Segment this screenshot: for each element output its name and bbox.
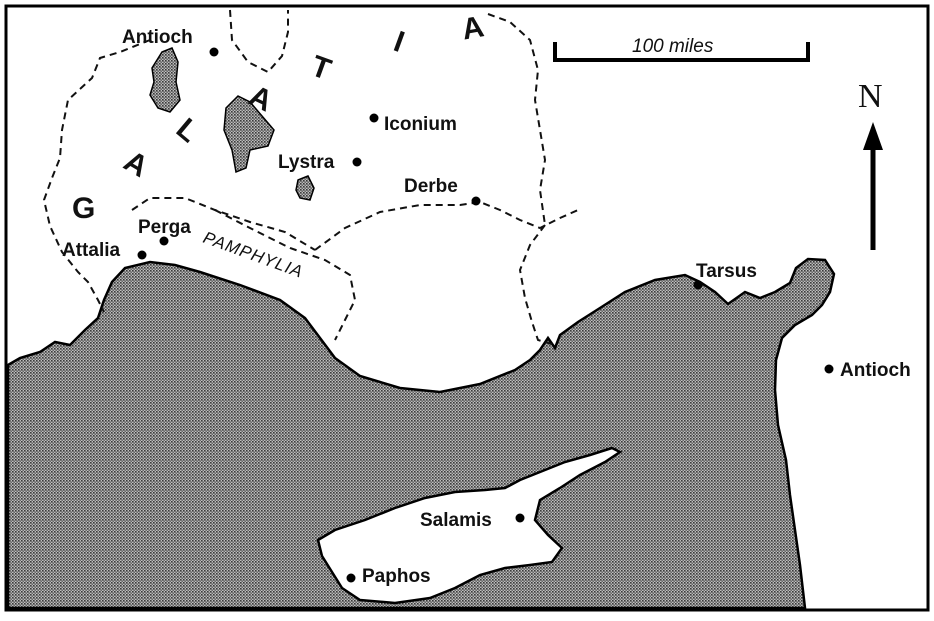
city-label-tarsus: Tarsus: [696, 261, 757, 282]
city-label-attalia: Attalia: [62, 240, 121, 261]
city-dot-tarsus: [693, 280, 703, 290]
city-label-lystra: Lystra: [278, 152, 335, 173]
scale-label: 100 miles: [632, 36, 714, 57]
city-dot-lystra: [352, 157, 362, 167]
lycaonia-border: [314, 200, 579, 251]
city-dot-perga: [159, 236, 169, 246]
galatia-letter: G: [72, 192, 95, 225]
city-label-derbe: Derbe: [404, 176, 458, 197]
lake: [223, 95, 275, 174]
map-frame: [4, 4, 930, 612]
city-label-iconium: Iconium: [384, 114, 457, 135]
pamphylia-border: [214, 209, 357, 341]
city-label-paphos: Paphos: [362, 566, 431, 587]
arrowhead-icon: [863, 122, 883, 150]
mediterranean-sea: [6, 257, 836, 610]
north-label: N: [858, 78, 883, 115]
city-dot-derbe: [471, 196, 481, 206]
scale-bar: 100 miles: [553, 36, 810, 62]
city-dot-salamis: [515, 513, 525, 523]
city-dot-antioch: [209, 47, 219, 57]
lake: [295, 175, 315, 201]
galatia-border: [229, 9, 289, 74]
galatia-border: [42, 39, 151, 313]
city-label-antioch: Antioch: [122, 27, 193, 48]
city-dot-iconium: [369, 113, 379, 123]
city-label-antioch-syria: Antioch: [840, 360, 911, 381]
city-dot-antioch-syria: [824, 364, 834, 374]
lake: [149, 47, 181, 113]
cilicia-border: [518, 224, 556, 346]
city-label-perga: Perga: [138, 217, 191, 238]
north-arrow: N: [858, 78, 883, 250]
city-label-salamis: Salamis: [420, 510, 492, 531]
galatia-border: [487, 13, 547, 226]
cyprus-island: [316, 446, 623, 605]
city-dot-paphos: [346, 573, 356, 583]
city-dot-attalia: [137, 250, 147, 260]
